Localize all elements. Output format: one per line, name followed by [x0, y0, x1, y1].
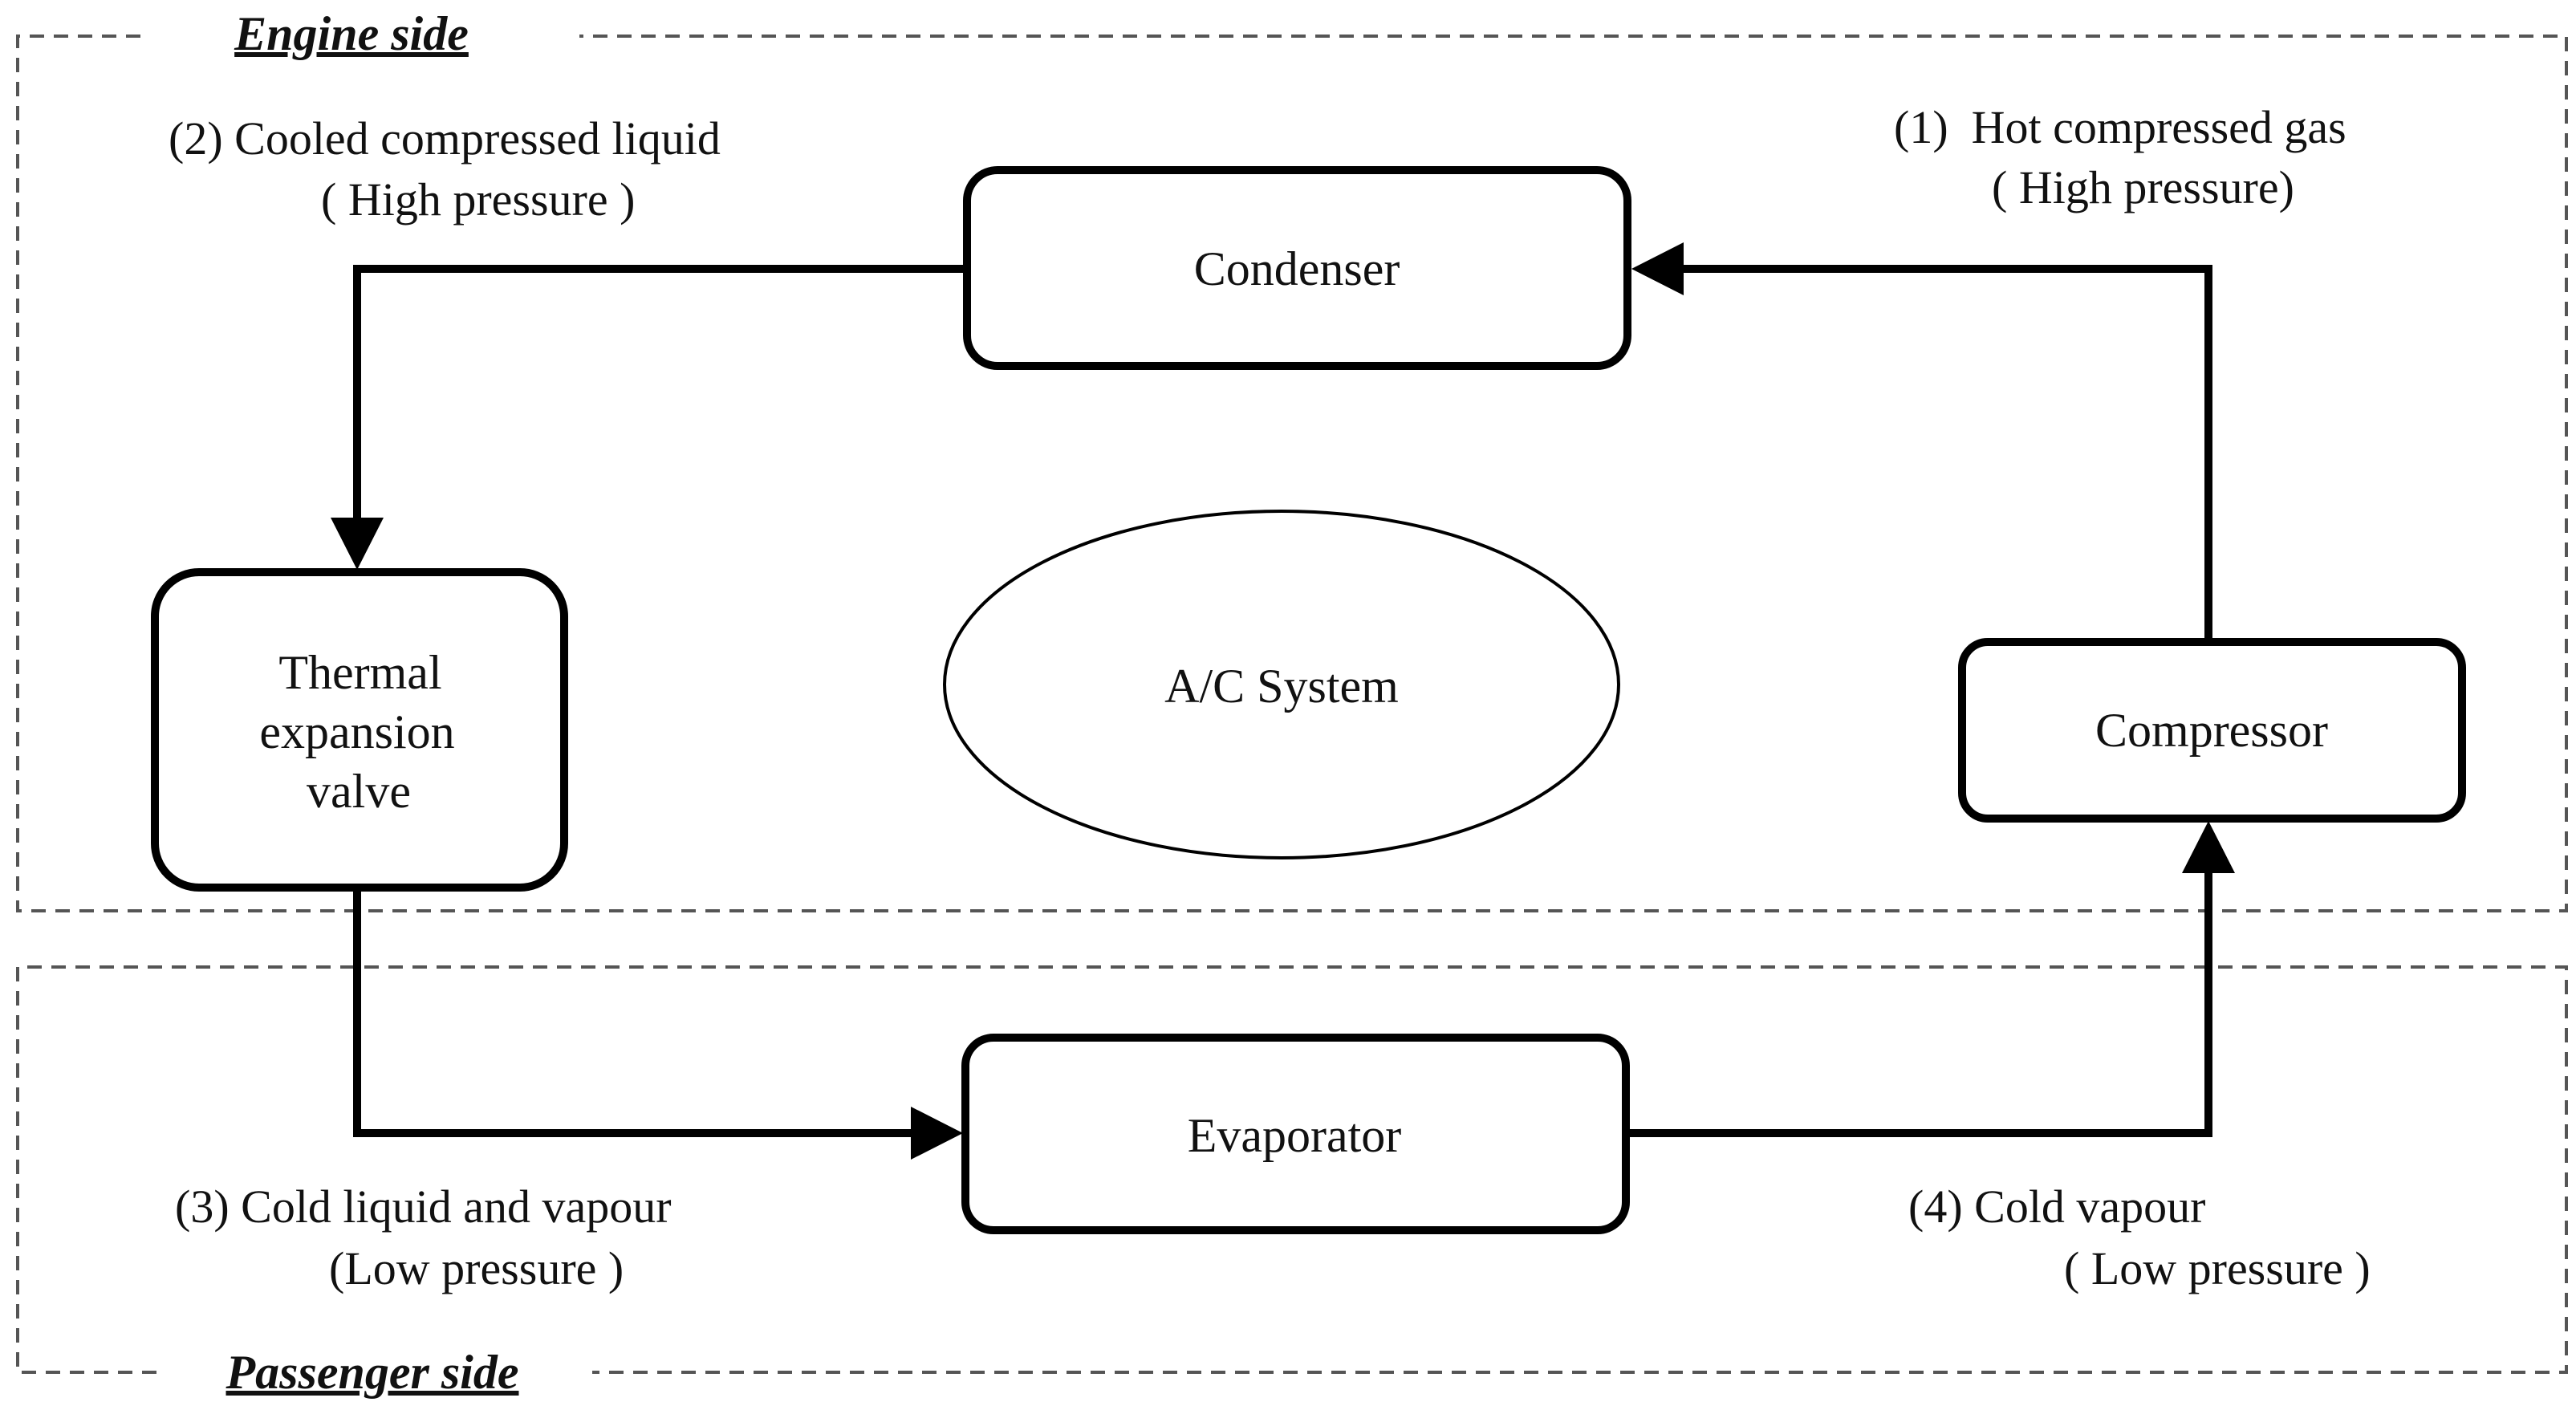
condenser-box: Condenser	[963, 166, 1631, 370]
compressor-box: Compressor	[1958, 638, 2466, 823]
flow-line-compressor-to-condenser	[1684, 265, 2212, 638]
arrowhead-into-compressor	[2182, 821, 2235, 873]
flow-3-label-line-2: (Low pressure )	[329, 1242, 624, 1294]
evaporator-label: Evaporator	[1188, 1109, 1402, 1162]
ac-system-label: A/C System	[1164, 660, 1399, 713]
ac-system-ellipse: A/C System	[943, 510, 1620, 859]
flow-4-label-line-2: ( Low pressure )	[2064, 1242, 2371, 1294]
passenger-side-label: Passenger side	[226, 1346, 519, 1399]
engine-side-label: Engine side	[234, 7, 469, 60]
flow-2-label-line-1: (2) Cooled compressed liquid	[169, 112, 721, 165]
flow-1-label-line-1: (1) Hot compressed gas	[1894, 101, 2346, 153]
arrowhead-into-evaporator	[911, 1107, 963, 1160]
flow-4-label-line-1: (4) Cold vapour	[1908, 1180, 2206, 1233]
flow-3-label-line-1: (3) Cold liquid and vapour	[175, 1180, 672, 1233]
engine-side-region-border	[16, 35, 2568, 912]
thermal-expansion-valve-box: Thermal expansion valve	[151, 568, 568, 892]
condenser-label: Condenser	[1194, 242, 1400, 295]
flow-2-label-line-2: ( High pressure )	[321, 173, 635, 226]
flow-line-valve-to-evaporator	[353, 891, 911, 1137]
flow-1-label-line-2: ( High pressure)	[1992, 161, 2294, 213]
flow-line-evaporator-to-compressor	[1625, 873, 2212, 1137]
passenger-side-region-border	[16, 965, 2568, 1374]
valve-label-line-2: expansion	[259, 705, 454, 758]
arrowhead-into-valve	[331, 518, 384, 570]
compressor-label: Compressor	[2095, 704, 2328, 757]
valve-label-line-1: Thermal	[278, 646, 441, 699]
valve-label-line-3: valve	[307, 765, 411, 818]
arrowhead-into-condenser	[1631, 242, 1684, 295]
evaporator-box: Evaporator	[961, 1034, 1630, 1234]
flow-line-condenser-to-valve	[353, 265, 967, 518]
